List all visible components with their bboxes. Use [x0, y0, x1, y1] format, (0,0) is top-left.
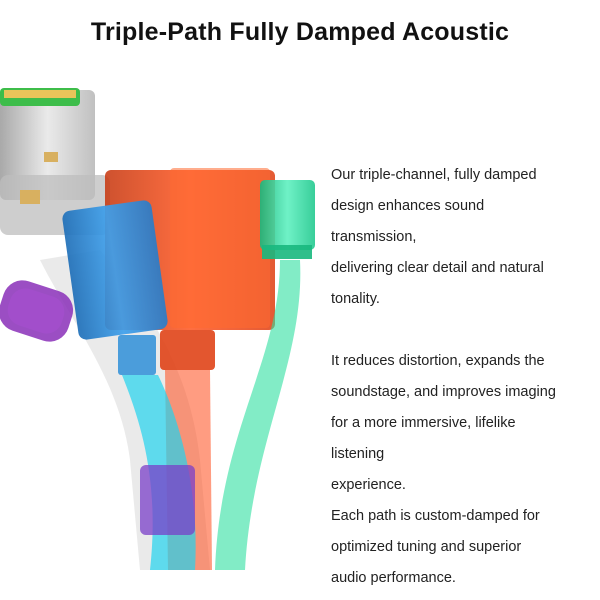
green-sound-path — [215, 180, 315, 570]
description-line: optimized tuning and superior — [331, 539, 522, 555]
description-line: for a more immersive, lifelike — [331, 415, 516, 431]
description-line: experience. — [331, 477, 406, 493]
description-line: tonality. — [331, 291, 380, 307]
description-line: Each path is custom-damped for — [331, 508, 540, 524]
description-line: soundstage, and improves imaging — [331, 384, 556, 400]
description-line: design enhances sound — [331, 198, 485, 214]
description-line: Our triple-channel, fully damped — [331, 167, 537, 183]
description-copy: Our triple-channel, fully damped design … — [331, 160, 593, 594]
purple-damper — [0, 280, 74, 342]
description-line: audio performance. — [331, 570, 456, 586]
paragraph-spacer — [331, 315, 593, 346]
description-line: listening — [331, 446, 385, 462]
description-line: It reduces distortion, expands the — [331, 353, 545, 369]
description-line: transmission, — [331, 229, 417, 245]
purple-nozzle-tip — [140, 465, 195, 535]
triple-path-acoustic-illustration — [0, 88, 315, 570]
page-title: Triple-Path Fully Damped Acoustic — [90, 18, 510, 46]
description-line: delivering clear detail and natural — [331, 260, 544, 276]
